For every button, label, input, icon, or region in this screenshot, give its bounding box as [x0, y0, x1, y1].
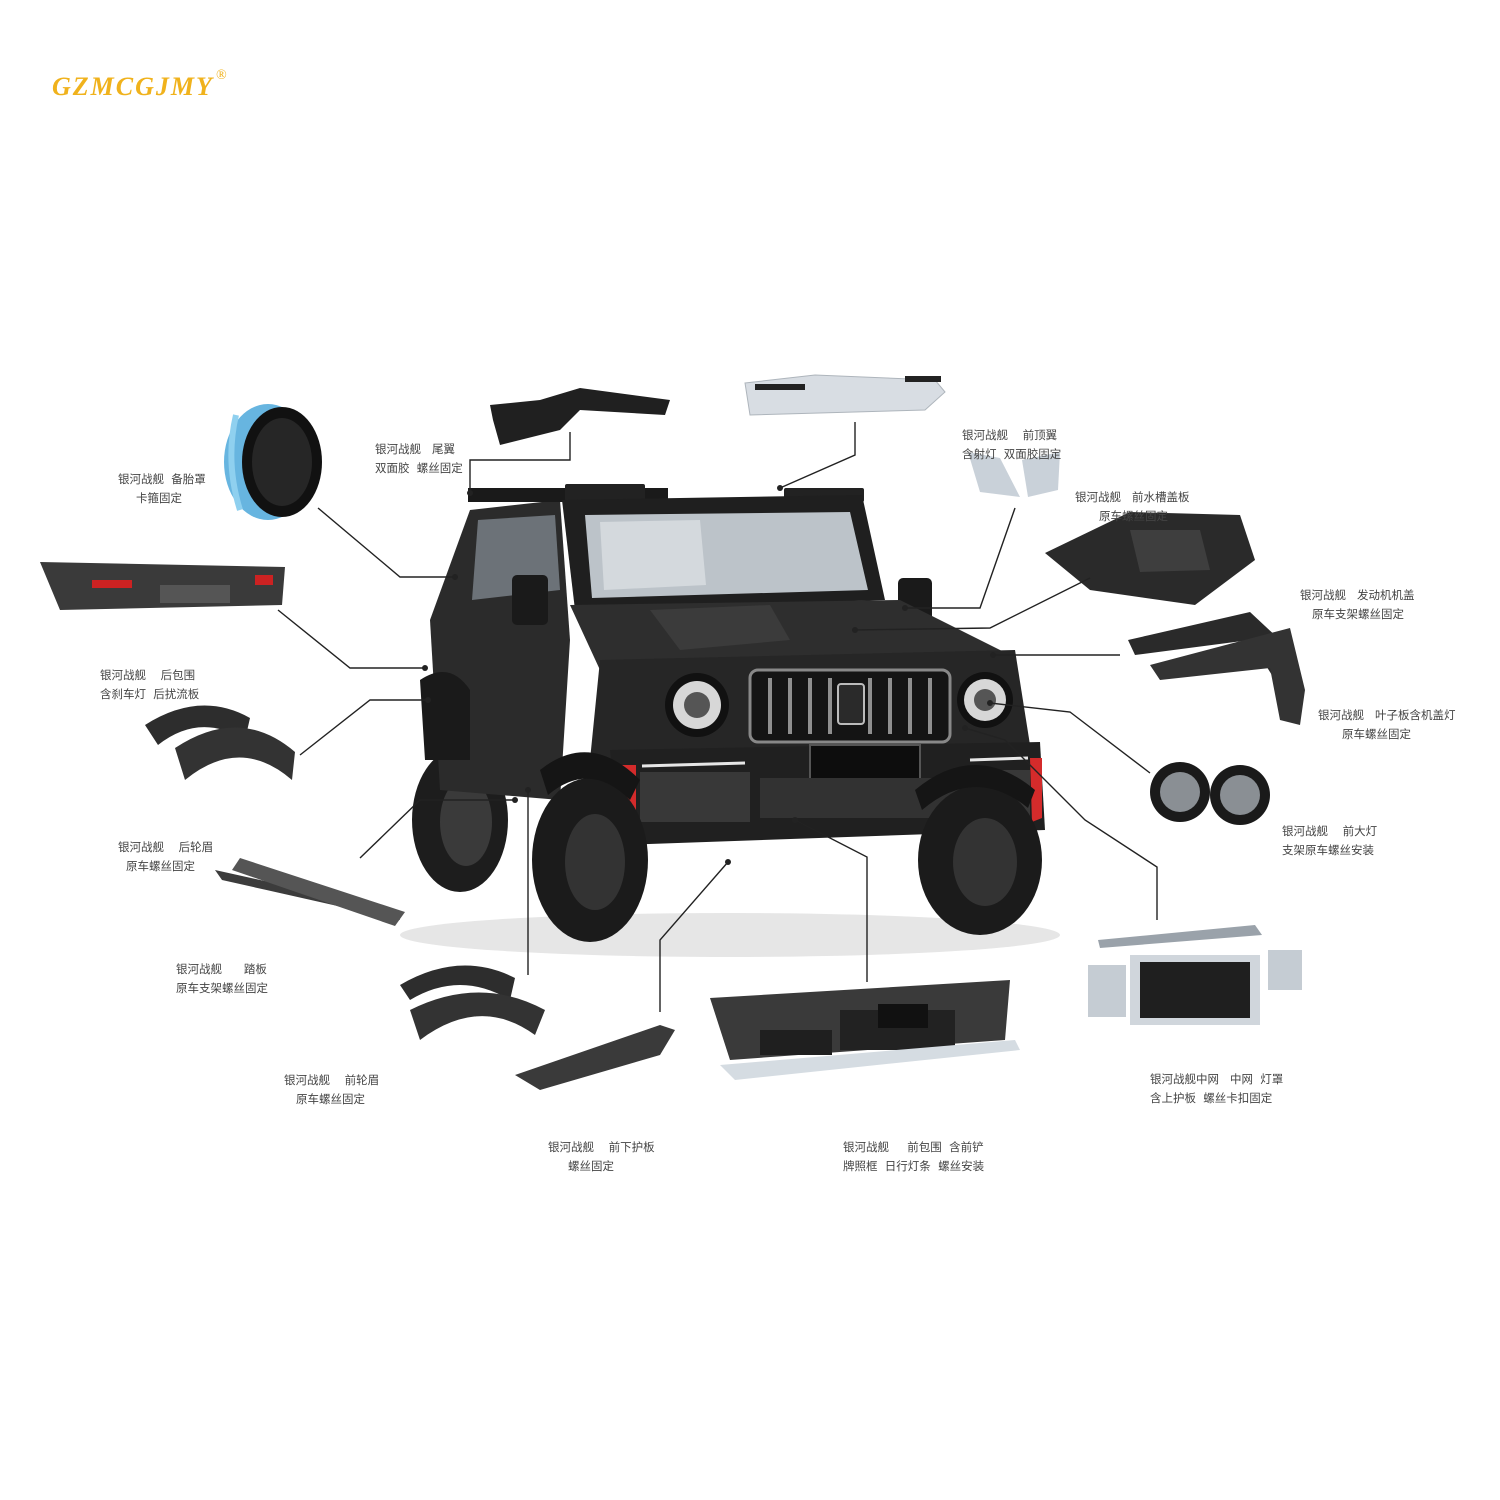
- leader-lines: [277, 422, 1158, 1012]
- front-bumper-illustration: [710, 980, 1020, 1080]
- side-steps-illustration: [215, 858, 405, 926]
- label-rear-wheel-arches: 银河战舰 后轮眉原车螺丝固定: [118, 840, 214, 873]
- rear-wheel-arches-illustration: [145, 705, 295, 780]
- brand-name: GZMCGJMY: [52, 72, 214, 101]
- rear-spoiler-illustration: [490, 388, 670, 445]
- label-grille: 银河战舰中网 中网 灯罩含上护板 螺丝卡扣固定: [1150, 1072, 1284, 1105]
- label-cowl-cover: 银河战舰 前水槽盖板原车螺丝固定: [1075, 490, 1190, 523]
- hood-illustration: [1045, 512, 1255, 605]
- roof-wing-illustration: [744, 374, 946, 416]
- label-rear-spoiler: 银河战舰 尾翼双面胶 螺丝固定: [375, 442, 463, 475]
- leader-dots: [422, 485, 996, 865]
- label-front-bumper: 银河战舰 前包围 含前铲牌照框 日行灯条 螺丝安装: [843, 1140, 985, 1173]
- spare-tire-cover-illustration: [224, 404, 322, 520]
- brand-logo: GZMCGJMY®: [52, 68, 229, 102]
- grille-assembly-illustration: [1088, 925, 1302, 1025]
- label-front-wheel-arches: 银河战舰 前轮眉原车螺丝固定: [284, 1073, 380, 1106]
- label-front-fenders: 银河战舰 叶子板含机盖灯原车螺丝固定: [1318, 708, 1456, 741]
- vehicle-illustration: [400, 484, 1060, 957]
- front-fenders-illustration: [1128, 612, 1305, 725]
- cowl-cover-illustration: [968, 452, 1060, 497]
- headlights-illustration: [1150, 762, 1270, 825]
- registered-mark: ®: [215, 68, 229, 84]
- label-rear-bumper: 银河战舰 后包围含刹车灯 后扰流板: [100, 668, 200, 701]
- label-spare-tire-cover: 银河战舰 备胎罩卡箍固定: [118, 472, 206, 505]
- front-wheel-arches-illustration: [400, 965, 545, 1040]
- label-hood: 银河战舰 发动机机盖原车支架螺丝固定: [1300, 588, 1415, 621]
- rear-bumper-illustration: [40, 562, 285, 610]
- label-side-steps: 银河战舰 踏板原车支架螺丝固定: [176, 962, 268, 995]
- front-skid-plate-illustration: [515, 1025, 675, 1090]
- label-headlights: 银河战舰 前大灯支架原车螺丝安装: [1282, 824, 1378, 857]
- label-roof-wing: 银河战舰 前顶翼含射灯 双面胶固定: [962, 428, 1062, 461]
- label-front-skid-plate: 银河战舰 前下护板螺丝固定: [548, 1140, 655, 1173]
